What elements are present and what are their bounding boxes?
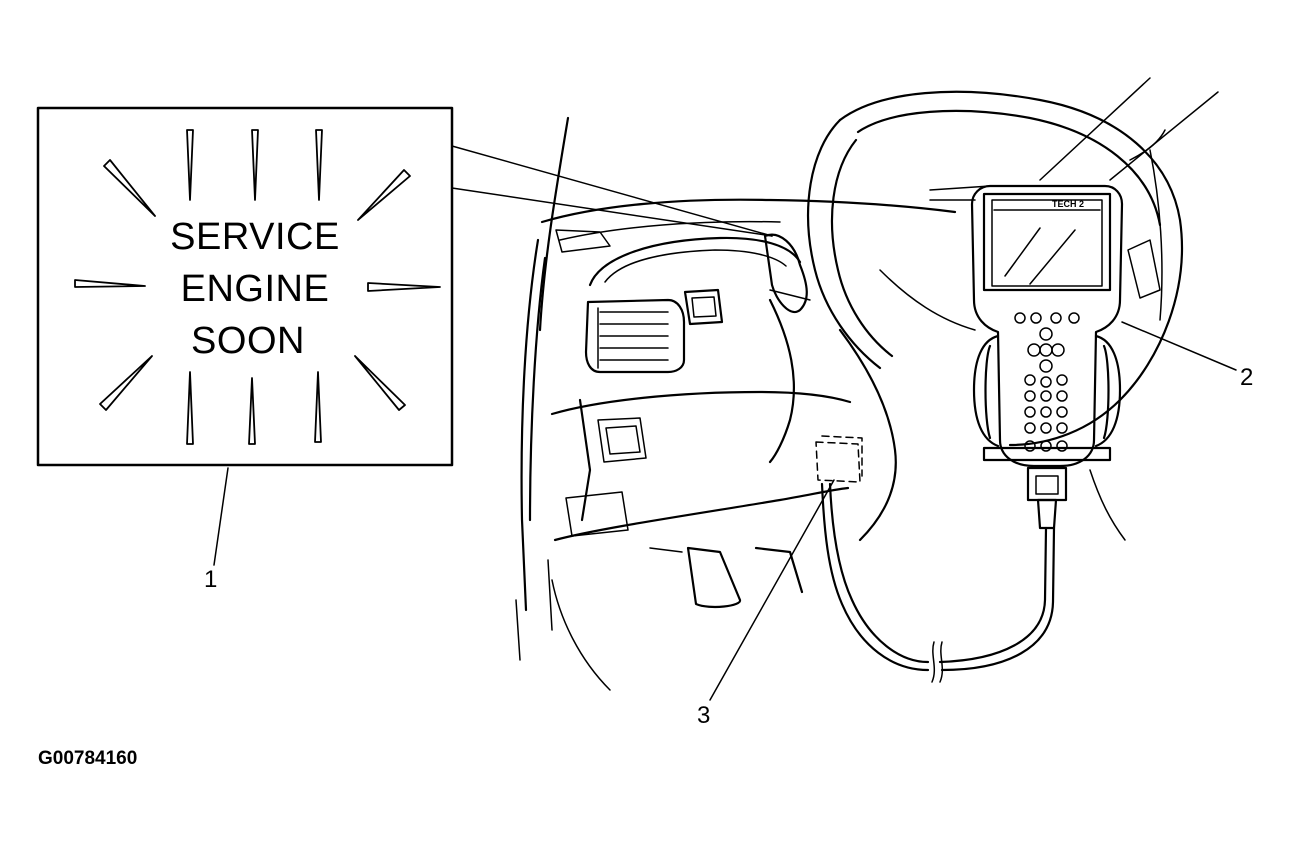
warning-text-line-3: SOON [191, 320, 305, 362]
steering-wheel [807, 90, 1184, 447]
callout-1: 1 [204, 566, 218, 593]
callout-2-leader [1121, 321, 1237, 371]
callout-2: 2 [1240, 364, 1254, 391]
dlc-location-box [815, 435, 863, 483]
lamp-rays [74, 129, 441, 445]
dashboard-drawing [515, 77, 1219, 691]
warning-text-line-1: SERVICE [170, 216, 340, 258]
scan-tool-keypad [1014, 312, 1080, 452]
warning-lamp-inset [36, 106, 773, 566]
callout-3-leader [709, 479, 835, 701]
scan-tool-brand: TECH 2 [1052, 199, 1085, 209]
warning-text-line-2: ENGINE [180, 268, 330, 310]
figure-code: G00784160 [38, 748, 138, 769]
callout-3: 3 [697, 702, 711, 729]
scan-tool [820, 184, 1124, 683]
